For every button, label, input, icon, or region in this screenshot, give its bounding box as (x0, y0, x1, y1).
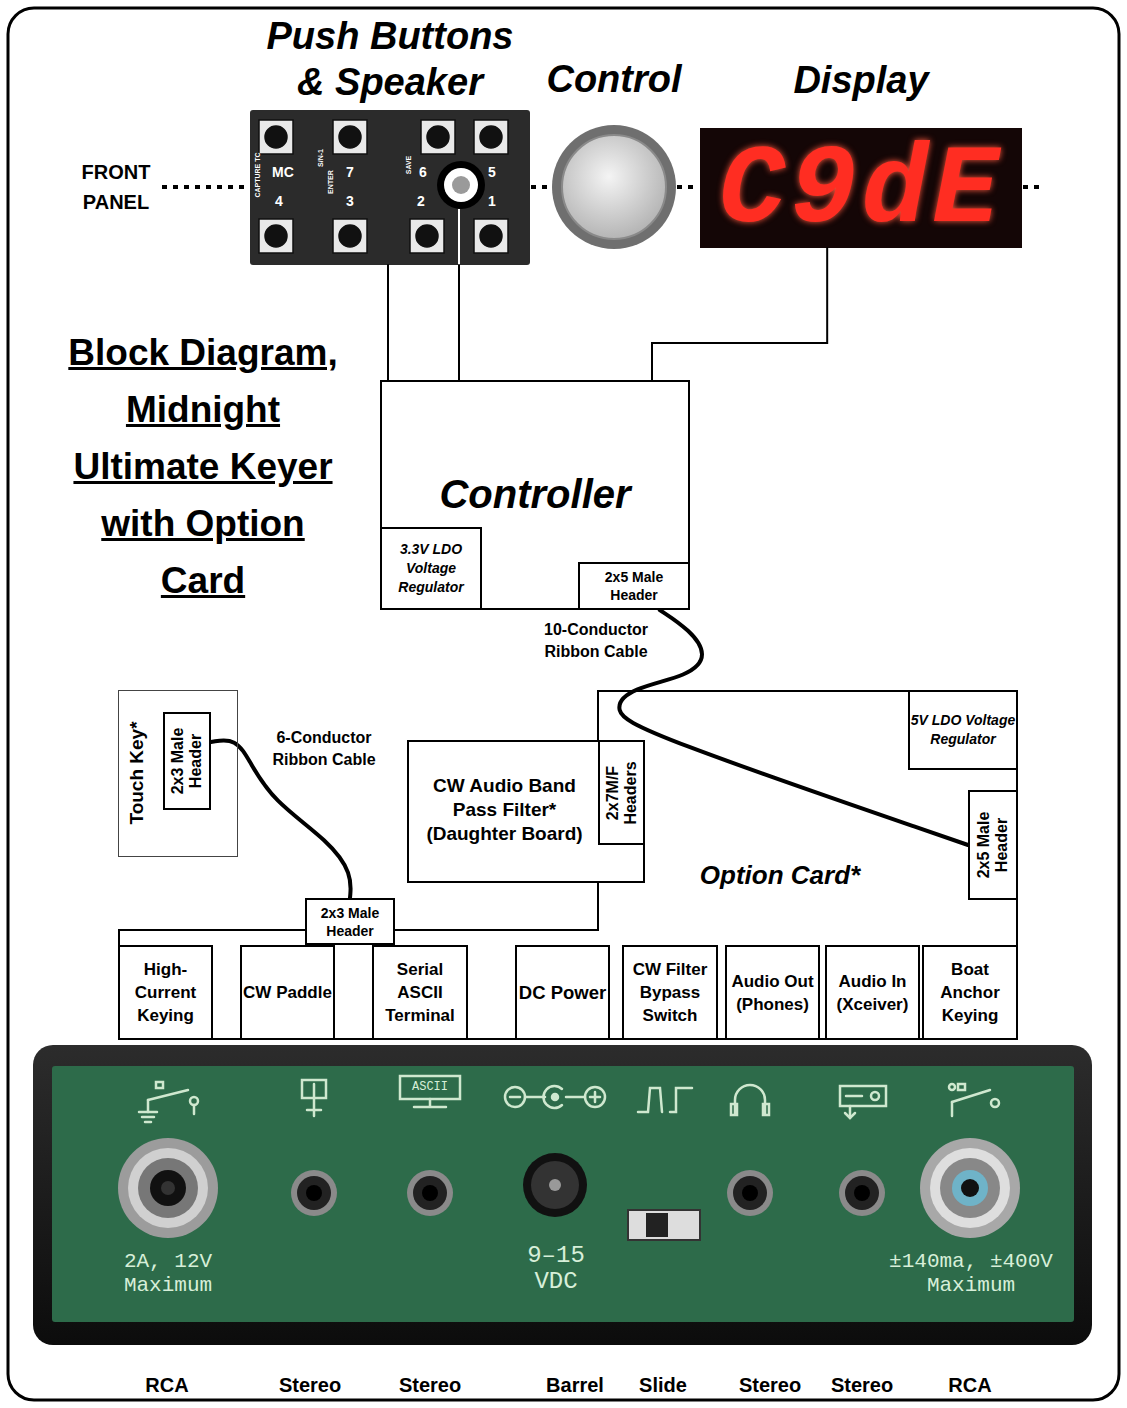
node-text: C9dE (700, 128, 1022, 255)
connector-box: DC Power (515, 945, 610, 1040)
node-title: DC Power (519, 981, 606, 1004)
button-label: 2 (407, 192, 435, 210)
node-title: 2x3 Male Header (307, 904, 393, 940)
node-title: Control (491, 56, 737, 102)
jack-type-label: Stereo (812, 1373, 912, 1397)
jack-type-label: RCA (920, 1373, 1020, 1397)
jack-type-label: Barrel (525, 1373, 625, 1397)
button-label: 5 (478, 163, 506, 181)
node-title: 2x5 Male Header (580, 568, 688, 604)
node-title: Controller (382, 470, 688, 518)
rating-label: 2A, 12V Maximum (106, 1250, 230, 1298)
header-box: 2x5 Male Header (968, 790, 1018, 900)
connector-box: Audio In (Xceiver) (825, 945, 920, 1040)
jack-type-label: Stereo (720, 1373, 820, 1397)
node-title: Audio Out (Phones) (727, 970, 818, 1016)
signal-wire (387, 265, 389, 380)
header-box: 2x7M/F Headers (598, 740, 645, 845)
node-title: Serial ASCII Terminal (374, 958, 466, 1027)
connector-box: Boat Anchor Keying (922, 945, 1018, 1040)
jack-type-label: Slide (613, 1373, 713, 1397)
node-title: Display (700, 57, 1022, 103)
header-box: 2x5 Male Header (578, 562, 690, 610)
button-function-label: ENTER (327, 165, 335, 199)
jack-type-label: Stereo (260, 1373, 360, 1397)
speaker (437, 161, 485, 265)
rating-label: 9–15 VDC (508, 1243, 604, 1295)
node-title: CW Audio Band Pass Filter* (Daughter Boa… (411, 774, 598, 846)
option-card: Option Card* CW Audio Band Pass Filter* (… (118, 690, 1018, 1040)
button-label: 3 (336, 192, 364, 210)
header-box: 2x3 Male Header (305, 898, 395, 945)
button-board: Push Buttons & Speaker (250, 110, 530, 265)
node-title: High-Current Keying (120, 958, 211, 1027)
jack-type-label: RCA (117, 1373, 217, 1397)
node-title: Audio In (Xceiver) (827, 970, 918, 1016)
button-label: 1 (478, 192, 506, 210)
icon-label: ASCII (403, 1080, 457, 1094)
rating-label: ±140ma, ±400V Maximum (880, 1250, 1062, 1298)
cable-label: 10-Conductor Ribbon Cable (535, 619, 657, 663)
node-title: 3.3V LDO Voltage Regulator (382, 540, 480, 597)
node-title: 2x5 Male Header (975, 795, 1011, 895)
button-function-label: CAPTURE TC (254, 145, 262, 205)
header-box: 2x3 Male Header (163, 712, 211, 810)
node-title: Push Buttons & Speaker (255, 13, 525, 105)
regulator-box: 5V LDO Voltage Regulator (908, 690, 1018, 770)
node-title: 5V LDO Voltage Regulator (910, 711, 1016, 749)
button-label: 4 (265, 192, 293, 210)
node-title: Touch Key* (126, 698, 148, 848)
controller-box: Controller 3.3V LDO Voltage Regulator 2x5 … (380, 380, 690, 610)
connector-box: CW Paddle (240, 945, 335, 1040)
enclosure-photo (33, 1045, 1092, 1345)
connector-box: High-Current Keying (118, 945, 213, 1040)
diagram-title: Block Diagram, Midnight Ultimate Keyer w… (58, 324, 348, 609)
page-frame (8, 8, 1119, 1400)
filter-board: CW Audio Band Pass Filter* (Daughter Boa… (407, 740, 645, 883)
touch-key-box: Touch Key* 2x3 Male Header (118, 690, 238, 857)
button-function-label: SAVE (405, 148, 413, 182)
button-label: 6 (409, 163, 437, 181)
option-card-border (119, 691, 1017, 1039)
signal-wire (652, 248, 827, 380)
connector-box: CW Filter Bypass Switch (622, 945, 718, 1040)
button-function-label: S/N-1 (317, 141, 325, 175)
node-title: CW Paddle (243, 981, 332, 1004)
connector-box: Audio Out (Phones) (725, 945, 820, 1040)
cable-label: 6-Conductor Ribbon Cable (262, 727, 386, 771)
control-knob-art (552, 125, 676, 249)
regulator-box: 3.3V LDO Voltage Regulator (380, 527, 482, 610)
node-title: Boat Anchor Keying (924, 958, 1016, 1027)
signal-wire (458, 265, 460, 380)
node-title: CW Filter Bypass Switch (624, 958, 716, 1027)
button-board-body (250, 110, 530, 265)
panel-title: FRONT PANEL (72, 157, 160, 217)
led-display: DisplayC9dE (700, 128, 1022, 248)
node-title: 2x7M/F Headers (604, 744, 640, 841)
button-label: MC (269, 163, 297, 181)
control-knob: Control (551, 124, 677, 250)
connector-box: Serial ASCII Terminal (372, 945, 468, 1040)
jack-type-label: Stereo (380, 1373, 480, 1397)
push-buttons (259, 120, 508, 253)
node-title: Option Card* (680, 860, 880, 890)
node-title: 2x3 Male Header (169, 716, 205, 806)
button-label: 7 (336, 163, 364, 181)
